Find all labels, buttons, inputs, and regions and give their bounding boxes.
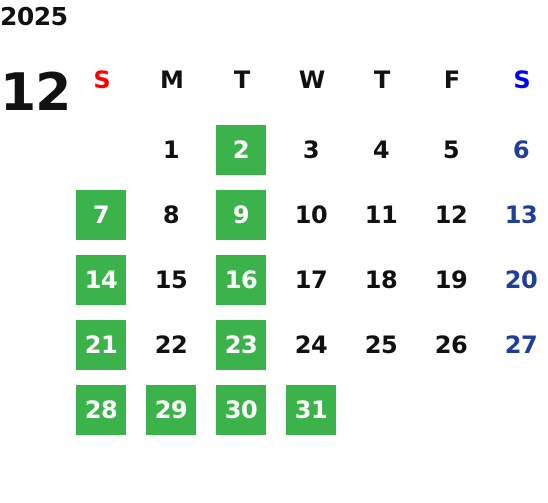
weekday-sat: S: [513, 66, 531, 94]
day-cell-17[interactable]: 17: [294, 266, 328, 294]
day-cell-24[interactable]: 24: [294, 331, 328, 359]
calendar-year: 2025: [0, 2, 68, 31]
calendar-month: 12: [0, 63, 71, 123]
weekday-fri: F: [443, 66, 461, 94]
weekday-sun: S: [93, 66, 111, 94]
weekday-mon: M: [160, 66, 184, 94]
day-cell-16[interactable]: 16: [216, 255, 266, 305]
day-cell-22[interactable]: 22: [154, 331, 188, 359]
day-cell-3[interactable]: 3: [302, 136, 320, 164]
day-cell-11[interactable]: 11: [364, 201, 398, 229]
day-cell-26[interactable]: 26: [434, 331, 468, 359]
day-cell-10[interactable]: 10: [294, 201, 328, 229]
day-cell-7[interactable]: 7: [76, 190, 126, 240]
day-cell-4[interactable]: 4: [372, 136, 390, 164]
day-cell-27[interactable]: 27: [504, 331, 538, 359]
day-cell-21[interactable]: 21: [76, 320, 126, 370]
day-cell-28[interactable]: 28: [76, 385, 126, 435]
weekday-wed: W: [298, 66, 326, 94]
day-cell-18[interactable]: 18: [364, 266, 398, 294]
day-cell-8[interactable]: 8: [162, 201, 180, 229]
day-cell-25[interactable]: 25: [364, 331, 398, 359]
weekday-tue: T: [233, 66, 251, 94]
day-cell-20[interactable]: 20: [504, 266, 538, 294]
day-cell-12[interactable]: 12: [434, 201, 468, 229]
day-cell-15[interactable]: 15: [154, 266, 188, 294]
day-cell-6[interactable]: 6: [512, 136, 530, 164]
day-cell-1[interactable]: 1: [162, 136, 180, 164]
weekday-thu: T: [373, 66, 391, 94]
day-cell-19[interactable]: 19: [434, 266, 468, 294]
day-cell-14[interactable]: 14: [76, 255, 126, 305]
day-cell-30[interactable]: 30: [216, 385, 266, 435]
day-cell-5[interactable]: 5: [442, 136, 460, 164]
day-cell-23[interactable]: 23: [216, 320, 266, 370]
day-cell-13[interactable]: 13: [504, 201, 538, 229]
day-cell-9[interactable]: 9: [216, 190, 266, 240]
day-cell-2[interactable]: 2: [216, 125, 266, 175]
day-cell-31[interactable]: 31: [286, 385, 336, 435]
day-cell-29[interactable]: 29: [146, 385, 196, 435]
